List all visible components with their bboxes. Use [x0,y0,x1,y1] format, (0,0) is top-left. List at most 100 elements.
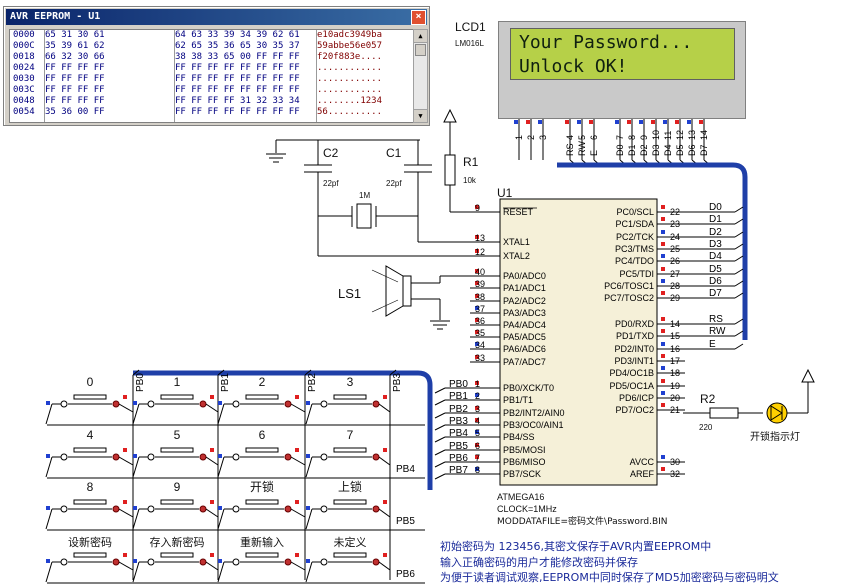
lcd-pin-number: 9 [639,135,649,140]
eeprom-ascii: ............ [317,85,383,95]
scroll-up-arrow-icon[interactable]: ▲ [414,30,427,43]
mcu-body[interactable] [499,198,658,486]
keypad-button-label: 0 [87,375,94,389]
r2-ref: R2 [700,392,716,406]
keypad-button[interactable]: 2 [217,375,306,425]
eeprom-hex2: 62 65 35 36 65 30 35 37 [175,41,300,51]
keypad-row-label: PB6 [396,569,415,580]
keypad-button[interactable]: 6 [217,428,306,478]
led-label: 开锁指示灯 [750,430,800,443]
mcu-pin-number: 40 [475,267,485,277]
keypad-col-label: PB3 [392,373,403,392]
crystal-value: 1M [359,191,370,200]
mcu-pin-name: PD6/ICP [619,393,654,403]
mcu-pin-number: 4 [475,416,480,426]
keypad-button[interactable]: 上锁 [305,479,391,530]
mcu-pin-name: PC2/TCK [616,232,654,242]
keypad-button-label: 设新密码 [68,535,112,549]
eeprom-ascii: f20f883e.... [317,52,383,62]
keypad-button-label: 1 [174,375,181,389]
mcu-pin-name: PA7/ADC7 [503,357,546,367]
eeprom-scrollbar[interactable]: ▲ ▼ [413,29,428,123]
eeprom-ascii: ........1234 [317,96,383,106]
mcu-pin-name: PC3/TMS [615,244,654,254]
lcd-net-label: D3 [651,144,661,156]
pb-net-label: PB1 [449,391,468,402]
speaker-ls1 [371,265,492,330]
mcu-pin-number: 34 [475,340,485,350]
mcu-part: ATMEGA16 [497,492,544,502]
keypad-button[interactable]: 存入新密码 [132,535,219,583]
note-3: 为便于读者调试观察,EEPROM中同时保存了MD5加密密码与密码明文 [440,570,779,584]
eeprom-addr: 0000 [13,30,35,40]
lcd-module[interactable]: Your Password...Unlock OK! [498,21,746,119]
eeprom-hex2: 64 63 33 39 34 39 62 61 [175,30,300,40]
lcd-net-label: D4 [663,144,673,156]
mcu-pin-number: 33 [475,353,485,363]
keypad-button[interactable]: 5 [132,428,219,478]
mcu-pin-number: 39 [475,279,485,289]
mcu-pin-number: 15 [670,331,680,341]
mcu-pin-number: 7 [475,453,480,463]
keypad-button[interactable]: 1 [132,375,219,425]
mcu-net-label: D2 [709,227,722,238]
mcu-pin-number: 23 [670,219,680,229]
keypad-button[interactable]: 未定义 [305,535,391,583]
eeprom-hex1: 35 39 61 62 [45,41,105,51]
eeprom-ascii: ............ [317,74,383,84]
keypad-row-label: PB5 [396,516,415,527]
mcu-pin-name: PC0/SCL [616,207,654,217]
mcu-pin-name: PA4/ADC4 [503,320,546,330]
keypad-button[interactable]: 8 [45,480,134,530]
mcu-pin-name: XTAL1 [503,237,530,247]
eeprom-titlebar[interactable]: AVR EEPROM - U1 × [6,9,427,25]
keypad-button[interactable]: 开锁 [217,479,306,530]
keypad-col-label: PB0 [135,373,146,392]
pb-net-label: PB0 [449,379,468,390]
keypad-col-label: PB2 [307,373,318,392]
note-2: 输入正确密码的用户才能修改密码并保存 [440,555,638,569]
eeprom-row: 000C 35 39 61 62 62 65 35 36 65 30 35 37 59… [10,41,414,52]
keypad-button[interactable]: 设新密码 [45,535,134,583]
keypad-button-label: 6 [259,428,266,442]
scroll-down-arrow-icon[interactable]: ▼ [414,109,427,122]
lcd-net-label: D1 [627,144,637,156]
eeprom-ascii: 59abbe56e057 [317,41,383,51]
mcu-pin-number: 29 [670,293,680,303]
keypad-button[interactable]: 4 [45,428,134,478]
mcu-pin-name: AVCC [630,457,655,467]
mcu-pin-name: PC1/SDA [615,219,654,229]
lcd-net-label: D6 [687,144,697,156]
lcd-net-label: D5 [675,144,685,156]
lcd-net-label: RW [577,141,587,156]
eeprom-addr: 0054 [13,107,35,117]
lcd-pin-number: 12 [675,130,685,140]
c1-value: 22pf [386,179,402,188]
mcu-pin-number: 37 [475,304,485,314]
lcd-line-1: Your Password... [519,32,693,53]
eeprom-addr: 000C [13,41,35,51]
keypad-button[interactable]: 3 [305,375,391,425]
eeprom-hex1: FF FF FF FF [45,74,105,84]
keypad-button[interactable]: 重新输入 [217,535,306,583]
mcu-pin-number: 26 [670,256,680,266]
mcu-pin-name: PB4/SS [503,432,535,442]
mcu-pin-name: PD2/INT0 [614,344,654,354]
keypad-button[interactable]: 0 [45,375,134,425]
mcu-pin-number: 19 [670,381,680,391]
keypad-button[interactable]: 7 [305,428,391,478]
close-button[interactable]: × [411,10,426,25]
lcd-net-label: D0 [615,144,625,156]
scroll-thumb[interactable] [415,44,426,56]
pb-net-label: PB3 [449,416,468,427]
mcu-pin-number: 28 [670,281,680,291]
mcu-pin-name: PD7/OC2 [615,405,654,415]
keypad-button[interactable]: 9 [132,480,219,530]
